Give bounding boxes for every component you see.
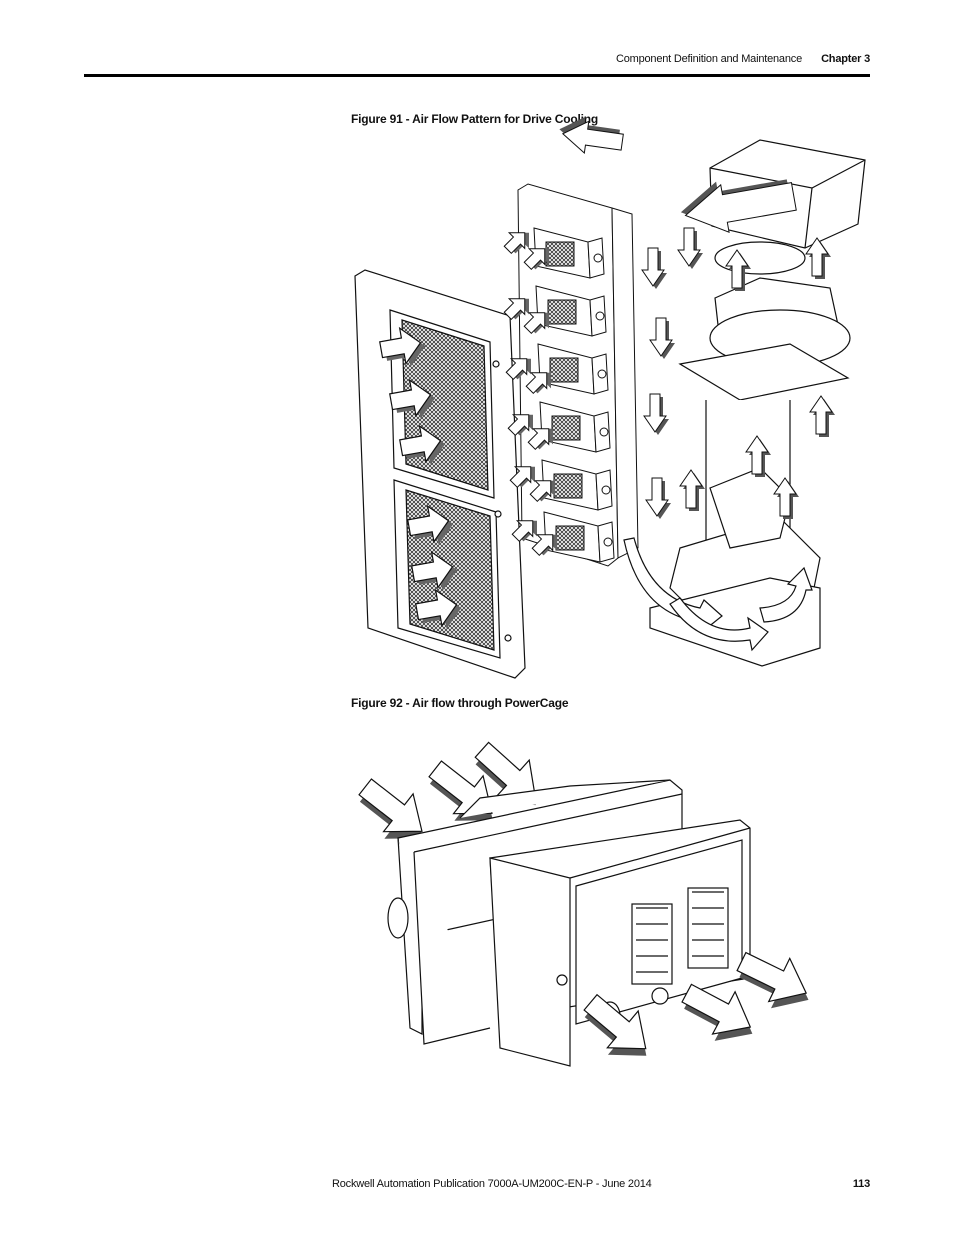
- running-header-section: Component Definition and Maintenance: [615, 53, 802, 65]
- page-number: 113: [852, 1178, 870, 1190]
- power-module-rack: [517, 183, 639, 567]
- figure-91-caption: Figure 91 - Air Flow Pattern for Drive C…: [351, 112, 599, 126]
- footer-publication: Rockwell Automation Publication 7000A-UM…: [332, 1178, 652, 1190]
- exhaust-fan-assembly: [649, 139, 866, 667]
- figure-91-air-flow-illustration: [354, 116, 866, 679]
- powercage-body: [387, 779, 751, 1067]
- figure-92-caption: Figure 92 - Air flow through PowerCage: [351, 696, 569, 710]
- figure-92-powercage-illustration: [346, 731, 822, 1075]
- running-header-chapter: Chapter 3: [821, 53, 870, 65]
- header-rule: [84, 74, 870, 77]
